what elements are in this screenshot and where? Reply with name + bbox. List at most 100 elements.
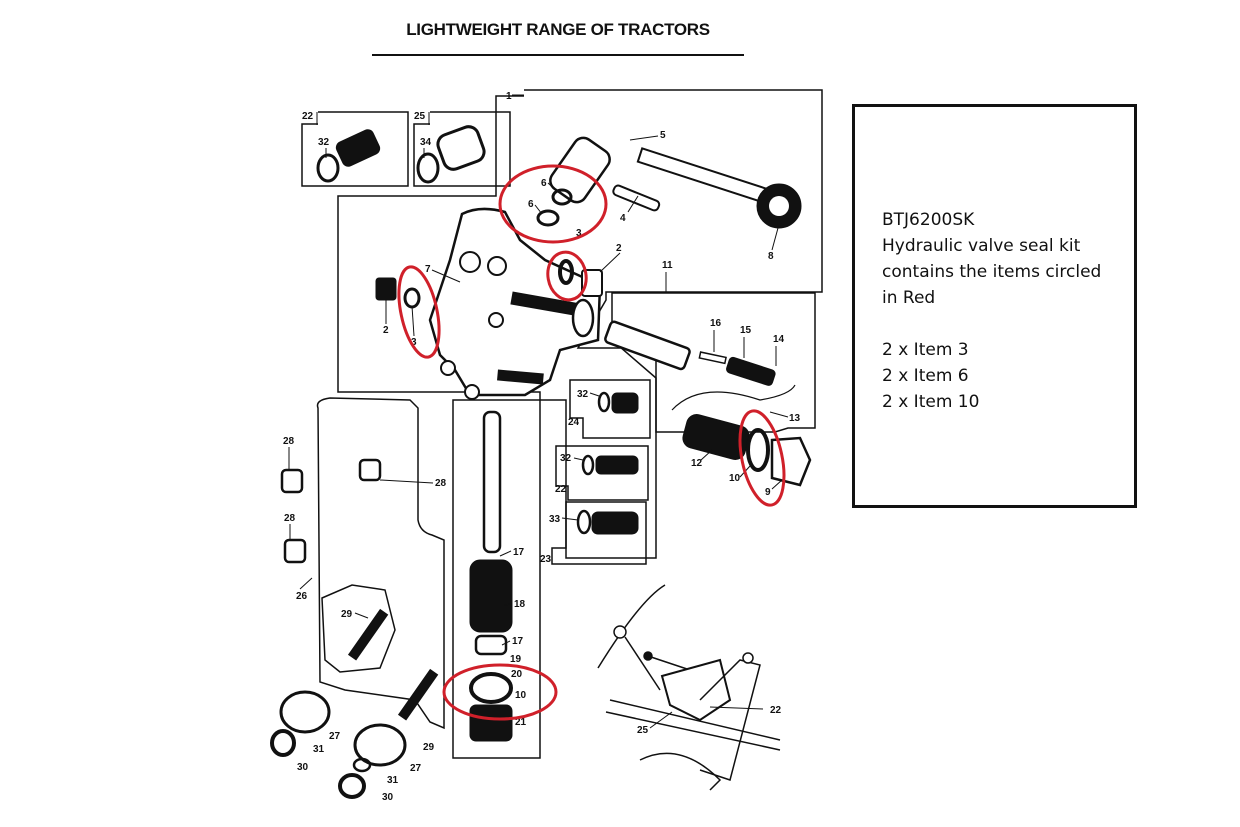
inset-box-22 — [301, 111, 409, 187]
callout-30-right: 30 — [382, 792, 394, 803]
bolt-28-low — [283, 538, 307, 564]
washer-31 — [352, 757, 372, 773]
callout-25: 25 — [414, 111, 426, 122]
bolt-29 — [347, 608, 389, 661]
callout-5: 5 — [660, 130, 666, 141]
callout-32-fitting-22: 32 — [560, 453, 572, 464]
adaptor-22-fitting — [595, 455, 639, 475]
callout-16: 16 — [710, 318, 722, 329]
pin-16 — [698, 351, 727, 365]
fitting-box-24 — [569, 379, 651, 439]
callout-18: 18 — [514, 599, 526, 610]
callout-27-right: 27 — [410, 763, 422, 774]
o-ring-33 — [576, 509, 592, 535]
callout-6b: 6 — [528, 199, 534, 210]
kit-item: 2 x Item 6 — [882, 366, 969, 386]
kit-part-number: BTJ6200SK — [882, 210, 975, 230]
nut-21 — [469, 704, 513, 742]
o-ring-34 — [416, 152, 440, 184]
callout-9: 9 — [765, 487, 771, 498]
callout-28-low: 28 — [284, 513, 296, 524]
adaptor-22 — [335, 129, 381, 167]
fitting-box-23 — [551, 501, 647, 565]
seal-10-right — [746, 428, 770, 472]
kit-description-line: contains the items circled — [882, 262, 1102, 282]
plug-24 — [611, 392, 639, 414]
callout-2-right: 2 — [616, 243, 622, 254]
nut-30-left — [270, 729, 296, 757]
callout-28-mid: 28 — [435, 478, 447, 489]
spring-18 — [469, 559, 513, 633]
tractor-installation-view — [597, 584, 781, 791]
washer-3-right — [558, 259, 574, 285]
callout-2-left: 2 — [383, 325, 389, 336]
callout-20: 20 — [511, 669, 523, 680]
kit-item: 2 x Item 10 — [882, 392, 980, 412]
wire-13 — [671, 384, 796, 411]
weight-27-left — [279, 690, 331, 734]
bolt-28-mid — [358, 458, 382, 482]
spacer — [882, 311, 1101, 337]
bolt-28-top — [280, 468, 304, 494]
highlight-item-6 — [498, 164, 608, 244]
seal-kit-info-box: BTJ6200SK Hydraulic valve seal kit conta… — [852, 104, 1137, 508]
callout-10-bottom: 10 — [515, 690, 527, 701]
collar-17 — [474, 634, 508, 656]
callout-7: 7 — [425, 264, 431, 275]
o-ring-32-fitting-24 — [597, 391, 611, 413]
callout-8: 8 — [768, 251, 774, 262]
title-underline — [372, 54, 744, 56]
callout-22-installation: 22 — [770, 705, 782, 716]
callout-25-installation: 25 — [637, 725, 649, 736]
callout-15: 15 — [740, 325, 752, 336]
callout-32: 32 — [318, 137, 330, 148]
adaptor-23 — [591, 511, 639, 535]
callout-14: 14 — [773, 334, 785, 345]
lever-5 — [636, 147, 777, 207]
highlight-item-10-right — [738, 409, 786, 507]
callout-29-bottom: 29 — [423, 742, 435, 753]
relief-valve-frame — [611, 292, 816, 433]
callout-10-right: 10 — [729, 473, 741, 484]
o-ring-6a — [551, 188, 573, 206]
callout-6a: 6 — [541, 178, 547, 189]
callout-31-left: 31 — [313, 744, 325, 755]
o-ring-32 — [316, 153, 340, 183]
callout-31-right: 31 — [387, 775, 399, 786]
weight-27-right — [353, 723, 407, 767]
nut-30-right — [338, 773, 366, 799]
highlight-item-10-bottom — [442, 663, 558, 721]
callout-12: 12 — [691, 458, 703, 469]
o-ring-6b — [536, 209, 560, 227]
plug-25 — [436, 125, 486, 171]
callout-17-top: 17 — [513, 547, 525, 558]
fitting-box-22 — [555, 445, 649, 501]
valve-assembly-frame — [337, 89, 823, 559]
highlight-circles — [397, 164, 786, 721]
highlight-item-3-left — [397, 265, 441, 359]
callout-4: 4 — [620, 213, 626, 224]
spring-15 — [726, 356, 776, 386]
callout-28-top: 28 — [283, 436, 295, 447]
washer-3-left — [403, 287, 421, 309]
o-ring-32-fitting-22 — [581, 454, 595, 476]
callout-32-fitting-24: 32 — [577, 389, 589, 400]
callout-22-fitting: 22 — [555, 484, 567, 495]
callout-24: 24 — [568, 417, 580, 428]
callout-1: 1 — [506, 91, 512, 102]
callout-17-bottom: 17 — [512, 636, 524, 647]
kit-description-line: Hydraulic valve seal kit — [882, 236, 1081, 256]
plug-9 — [770, 436, 812, 487]
callout-11: 11 — [662, 260, 673, 271]
callout-19: 19 — [510, 654, 522, 665]
callout-3-left: 3 — [411, 337, 417, 348]
seal-kit-text: BTJ6200SK Hydraulic valve seal kit conta… — [882, 207, 1101, 415]
kit-item: 2 x Item 3 — [882, 340, 969, 360]
callout-3-right: 3 — [576, 228, 582, 239]
valve-sleeve — [604, 320, 691, 371]
callout-27-left: 27 — [329, 731, 341, 742]
seal-10-bottom — [469, 672, 513, 704]
callout-22: 22 — [302, 111, 314, 122]
mounting-plate — [316, 397, 445, 730]
